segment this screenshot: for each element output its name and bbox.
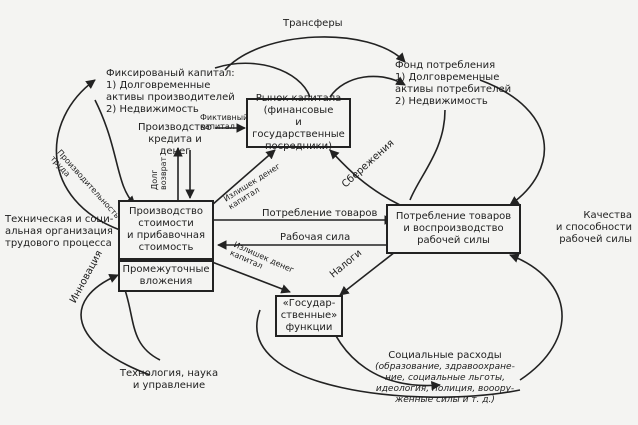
- production-to-tech-loop: [124, 289, 161, 361]
- social-spending-title: Социальные расходы: [388, 350, 502, 361]
- social-spending-detail: (образование, здравоохране- ние, социаль…: [375, 362, 515, 405]
- tech-social-org-label: Техническая и соци- альная организация т…: [5, 214, 114, 249]
- consumption-box: Потребление товаров и воспроизводство ра…: [386, 204, 521, 254]
- fixed-to-market-arrow: [214, 62, 311, 98]
- consumption-fund-label: Фонд потребления 1) Долговременные актив…: [395, 60, 512, 107]
- transfers-label: Трансферы: [283, 18, 343, 29]
- labor-force-label: Рабочая сила: [280, 232, 351, 243]
- taxes-arrow: [339, 251, 396, 296]
- fictitious-capital-label: Фиктивный капитал: [200, 113, 249, 131]
- transfers-arrow: [224, 36, 406, 71]
- state-functions-box: «Государ- ственные» функции: [275, 295, 343, 337]
- left-upper-loop: [55, 79, 121, 231]
- labor-quality-label: Качества и способности рабочей силы: [555, 210, 632, 245]
- intermediate-investment-box: Промежуточные вложения: [118, 260, 214, 292]
- credit-production-label: Производство кредита и денег: [137, 122, 213, 157]
- fixed-to-production-loop: [94, 99, 136, 206]
- fixed-capital-label: Фиксированый капитал: 1) Долговременные …: [106, 68, 235, 115]
- market-to-consumption-fund-arrow: [329, 75, 406, 98]
- goods-consumption-label: Потребление товаров: [262, 208, 378, 219]
- technology-label: Технология, наука и управление: [119, 368, 219, 391]
- debt-return-label: Долг возврат: [150, 156, 168, 190]
- state-lower-arc: [256, 309, 521, 398]
- social-to-consumption-loop: [509, 253, 563, 381]
- surplus-down-arrow: [211, 261, 291, 294]
- production-box: Производство стоимости и прибавочная сто…: [118, 200, 214, 260]
- consumption-fund-loop: [409, 109, 446, 201]
- surplus-up-arrow: [211, 149, 276, 206]
- savings-arrow: [329, 149, 401, 206]
- right-upper-loop: [479, 79, 546, 206]
- capital-market-box: Рынок капитала (финансовые и государстве…: [246, 93, 351, 152]
- innovation-loop: [80, 274, 151, 376]
